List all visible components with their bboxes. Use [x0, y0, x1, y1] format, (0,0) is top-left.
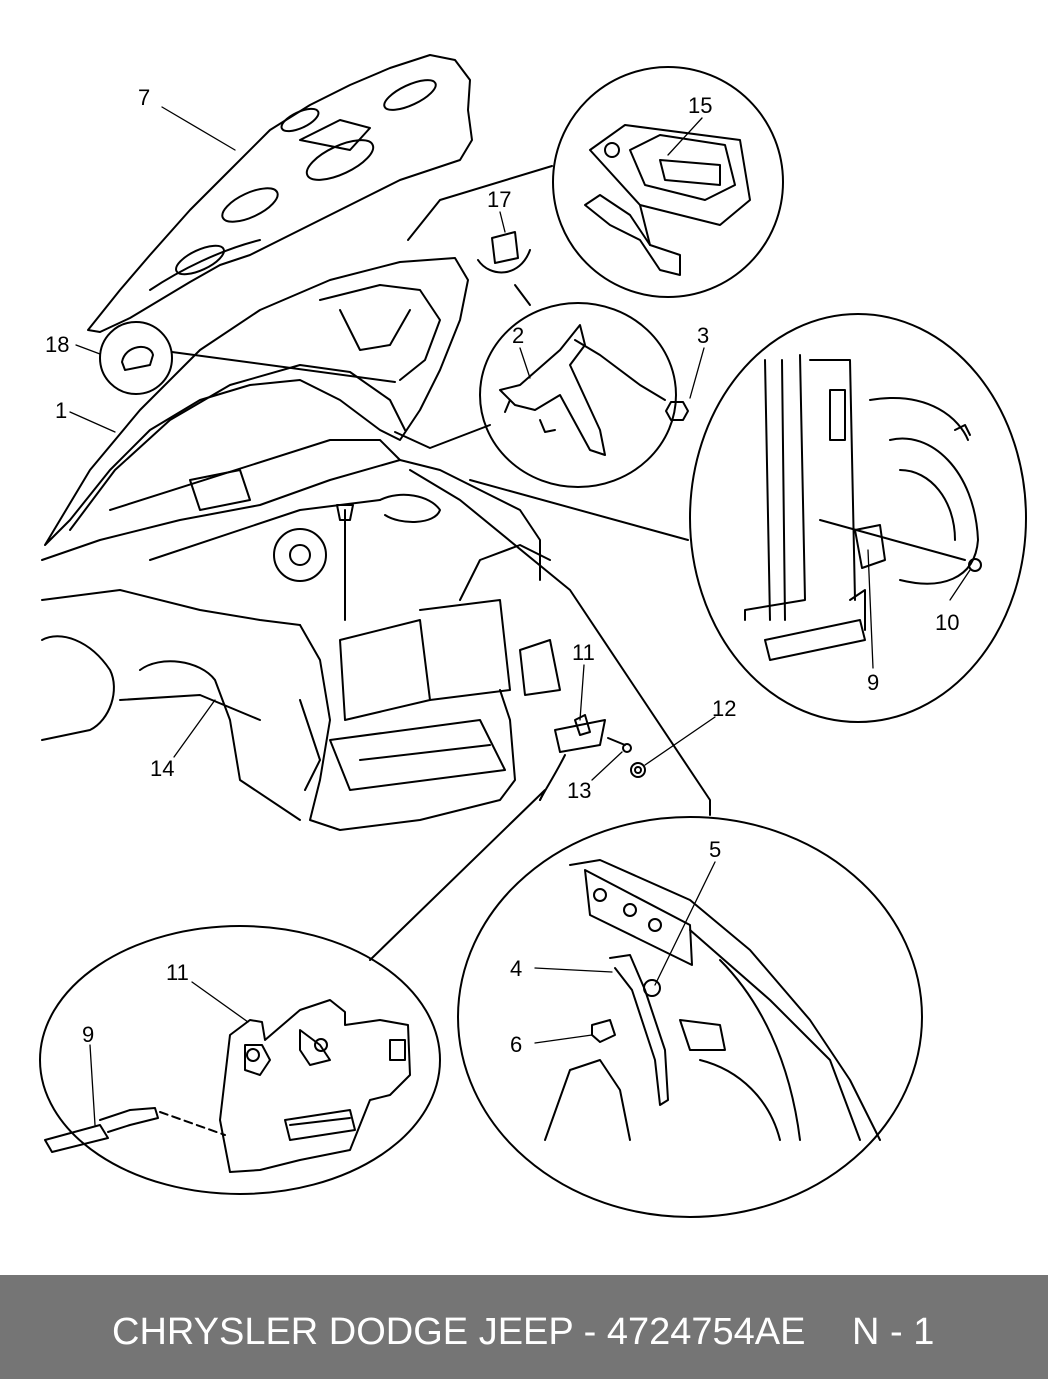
callout-2: 2 — [512, 323, 524, 348]
callout-14: 14 — [150, 756, 174, 781]
callout-leaders — [69, 106, 971, 1126]
callout-6: 6 — [510, 1032, 522, 1057]
leader-cable-routing — [469, 479, 689, 541]
detail-bumper-18 — [99, 321, 173, 395]
vehicle-front-drawing — [41, 439, 561, 831]
hood-insulator-drawing — [87, 54, 473, 333]
footer-bar: CHRYSLER DODGE JEEP - 4724754AE N - 1 — [0, 1275, 1048, 1379]
grommet-17-drawing — [477, 231, 531, 306]
leader-latch-assembly — [369, 789, 546, 961]
detail-cable-routing — [689, 313, 1027, 723]
part-number-caption: CHRYSLER DODGE JEEP - 4724754AE — [112, 1311, 806, 1353]
nut-12-drawing — [630, 762, 646, 778]
callout-9-detail: 9 — [82, 1022, 94, 1047]
callout-5: 5 — [709, 837, 721, 862]
leader-bumper-18 — [171, 351, 396, 383]
callout-10: 10 — [935, 610, 959, 635]
page-indicator: N - 1 — [852, 1311, 935, 1353]
callout-15: 15 — [688, 93, 712, 118]
detail-release-handle — [552, 66, 784, 298]
bolt-13-drawing — [607, 737, 632, 753]
callout-17: 17 — [487, 187, 511, 212]
leader-prop-rod — [394, 424, 491, 449]
callout-4: 4 — [510, 956, 522, 981]
callout-13: 13 — [567, 778, 591, 803]
callout-9-cable: 9 — [867, 670, 879, 695]
detail-latch-assembly — [39, 925, 441, 1195]
detail-prop-rod — [479, 302, 689, 488]
parts-diagram: 7 15 17 18 2 3 1 10 9 11 12 13 14 5 4 6 … — [39, 54, 1027, 1218]
leader-striker — [409, 469, 711, 816]
callout-3: 3 — [697, 323, 709, 348]
callout-11-latch: 11 — [572, 640, 595, 665]
callout-11-detail: 11 — [166, 960, 189, 985]
callout-18: 18 — [45, 332, 69, 357]
detail-striker — [457, 816, 923, 1218]
leader-handle — [407, 165, 553, 241]
callout-1: 1 — [55, 398, 67, 423]
callout-7: 7 — [138, 85, 150, 110]
hood-drawing — [44, 257, 469, 546]
callout-12: 12 — [712, 696, 736, 721]
